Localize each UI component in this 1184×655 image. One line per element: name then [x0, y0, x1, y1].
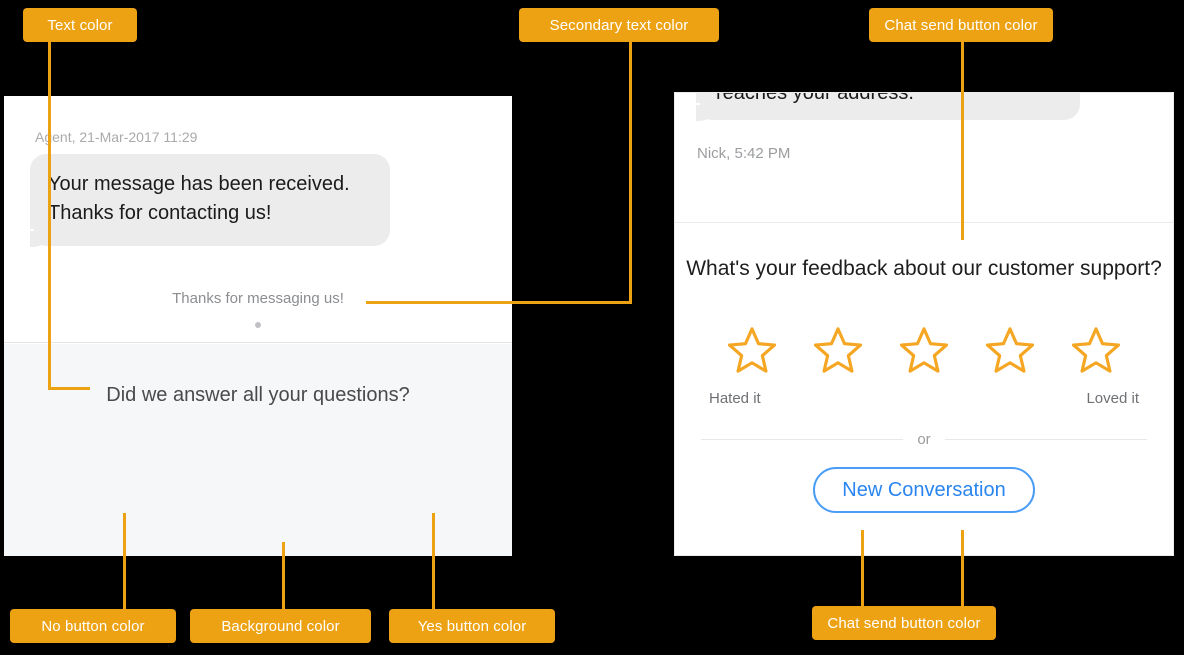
star-icon[interactable]	[725, 323, 779, 377]
annotation-chat-send-button-color-bottom[interactable]: Chat send button color	[812, 606, 996, 640]
feedback-title: What's your feedback about our customer …	[686, 257, 1162, 280]
star-rating-group[interactable]	[675, 323, 1173, 377]
star-rating-labels: Hated it Loved it	[709, 390, 1139, 407]
rating-high-label: Loved it	[1086, 390, 1139, 407]
visitor-message-meta: Nick, 5:42 PM	[697, 145, 791, 162]
visitor-message-bubble: reaches your address.	[686, 92, 1080, 121]
connector-yes-button-vertical	[432, 513, 435, 611]
connector-background-vertical	[282, 542, 285, 611]
connector-no-button-vertical	[123, 513, 126, 611]
connector-secondary-text-vertical	[629, 42, 632, 304]
divider-line-left	[701, 439, 904, 440]
star-icon[interactable]	[983, 323, 1037, 377]
connector-send-button-bottom-right	[961, 530, 964, 608]
agent-message-meta: Agent, 21-Mar-2017 11:29	[35, 129, 198, 145]
annotation-text-color[interactable]: Text color	[23, 8, 137, 42]
feedback-area: What's your feedback about our customer …	[675, 224, 1173, 555]
agent-message-bubble: Your message has been received. Thanks f…	[20, 154, 390, 247]
bubble-tail-mask	[20, 229, 34, 247]
star-icon[interactable]	[1069, 323, 1123, 377]
system-note: Thanks for messaging us!	[172, 290, 344, 307]
star-icon[interactable]	[897, 323, 951, 377]
annotation-chat-send-button-color-top[interactable]: Chat send button color	[869, 8, 1053, 42]
connector-text-color-vertical	[48, 42, 51, 390]
divider-line-right	[944, 439, 1147, 440]
annotation-secondary-text-color[interactable]: Secondary text color	[519, 8, 719, 42]
left-prompt-area: Did we answer all your questions? No YES…	[4, 344, 512, 556]
right-conversation-area: reaches your address. Nick, 5:42 PM	[675, 93, 1173, 223]
new-conversation-button[interactable]: New Conversation	[813, 467, 1035, 513]
connector-text-color-horizontal	[48, 387, 90, 390]
left-chat-widget-panel: Agent, 21-Mar-2017 11:29 Your message ha…	[4, 96, 512, 556]
visitor-message-text: reaches your address.	[716, 92, 914, 104]
star-icon[interactable]	[811, 323, 865, 377]
left-conversation-area: Agent, 21-Mar-2017 11:29 Your message ha…	[4, 96, 512, 343]
or-divider: or	[701, 431, 1147, 448]
annotation-yes-button-color[interactable]: Yes button color	[389, 609, 555, 643]
annotation-no-button-color[interactable]: No button color	[10, 609, 176, 643]
connector-send-button-top-vertical	[961, 42, 964, 240]
annotation-background-color[interactable]: Background color	[190, 609, 371, 643]
divider-label: or	[917, 431, 931, 448]
connector-send-button-bottom-left	[861, 530, 864, 608]
agent-message-text: Your message has been received. Thanks f…	[48, 173, 350, 224]
rating-low-label: Hated it	[709, 390, 761, 407]
typing-dot-icon	[255, 322, 261, 328]
prompt-question: Did we answer all your questions?	[106, 384, 410, 406]
right-chat-widget-panel: reaches your address. Nick, 5:42 PM What…	[674, 92, 1174, 556]
bubble-tail-mask	[686, 103, 700, 121]
connector-secondary-text-horizontal	[366, 301, 632, 304]
